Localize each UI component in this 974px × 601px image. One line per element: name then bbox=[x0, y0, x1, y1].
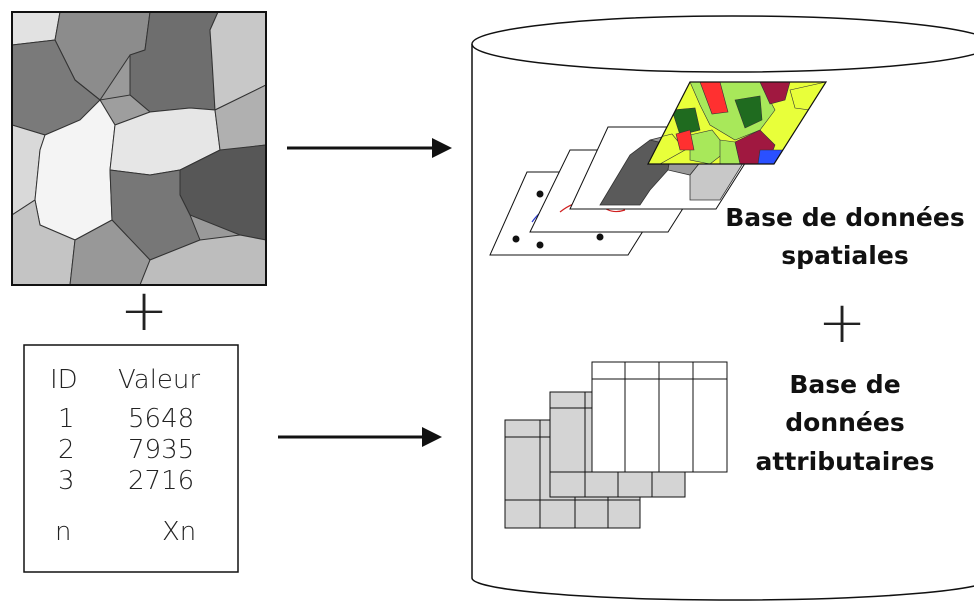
attribute-table-card: ID Valeur 1 5648 2 7935 3 2716 n Xn bbox=[23, 344, 239, 573]
table-row-n-id: n bbox=[55, 517, 71, 547]
table-row-2-value: 7935 bbox=[128, 435, 194, 465]
spatial-database-label-line1: Base de données bbox=[725, 203, 964, 232]
point-marker bbox=[536, 241, 544, 249]
table-row-1-id: 1 bbox=[58, 404, 75, 434]
table-header-id: ID bbox=[50, 365, 78, 395]
attribute-tables-stack bbox=[504, 361, 728, 529]
raster-map bbox=[11, 11, 267, 286]
attribute-table-front bbox=[591, 361, 728, 473]
table-header-value: Valeur bbox=[118, 365, 200, 395]
plus-sign-left: + bbox=[120, 276, 169, 344]
table-row-2-id: 2 bbox=[58, 435, 75, 465]
attribute-database-label-line2: données bbox=[785, 408, 904, 437]
attribute-database-label-line1: Base de bbox=[789, 370, 900, 399]
table-row-n-value: Xn bbox=[162, 517, 196, 547]
point-marker bbox=[536, 190, 544, 198]
arrow-table-to-database bbox=[278, 427, 442, 447]
attribute-database-label-line3: attributaires bbox=[756, 447, 935, 476]
spatial-layers-stack bbox=[489, 81, 828, 256]
arrow-map-to-database bbox=[287, 138, 452, 158]
table-row-3-value: 2716 bbox=[128, 466, 194, 496]
point-marker bbox=[512, 235, 520, 243]
table-row-3-id: 3 bbox=[58, 466, 75, 496]
plus-sign-right: + bbox=[818, 288, 867, 356]
point-marker bbox=[596, 233, 604, 241]
table-row-1-value: 5648 bbox=[128, 404, 194, 434]
spatial-database-label-line2: spatiales bbox=[781, 241, 908, 270]
